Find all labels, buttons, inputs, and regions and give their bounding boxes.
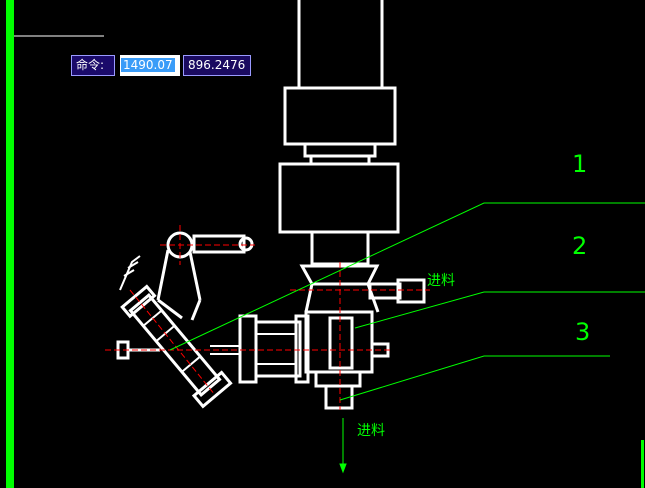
- viewport-left-border: [6, 0, 14, 488]
- callout-3: 3: [575, 318, 591, 346]
- coord-y-input[interactable]: 896.2476: [183, 55, 251, 76]
- leader-1: [169, 202, 645, 351]
- callout-2: 2: [572, 232, 588, 260]
- callout-1: 1: [572, 150, 588, 178]
- leader-2: [354, 291, 645, 329]
- leader-lines: [169, 202, 645, 474]
- coord-x-input[interactable]: 1490.07: [120, 55, 180, 76]
- command-label: 命令:: [71, 55, 115, 76]
- center-lines: [105, 225, 430, 410]
- inlet-label-right: 进料: [427, 273, 455, 289]
- inlet-label-bottom: 进料: [357, 423, 385, 439]
- viewport-right-border: [641, 440, 644, 488]
- inlet-arrow-head: [339, 463, 347, 474]
- coord-x-value: 1490.07: [121, 58, 175, 72]
- leader-3: [339, 355, 610, 401]
